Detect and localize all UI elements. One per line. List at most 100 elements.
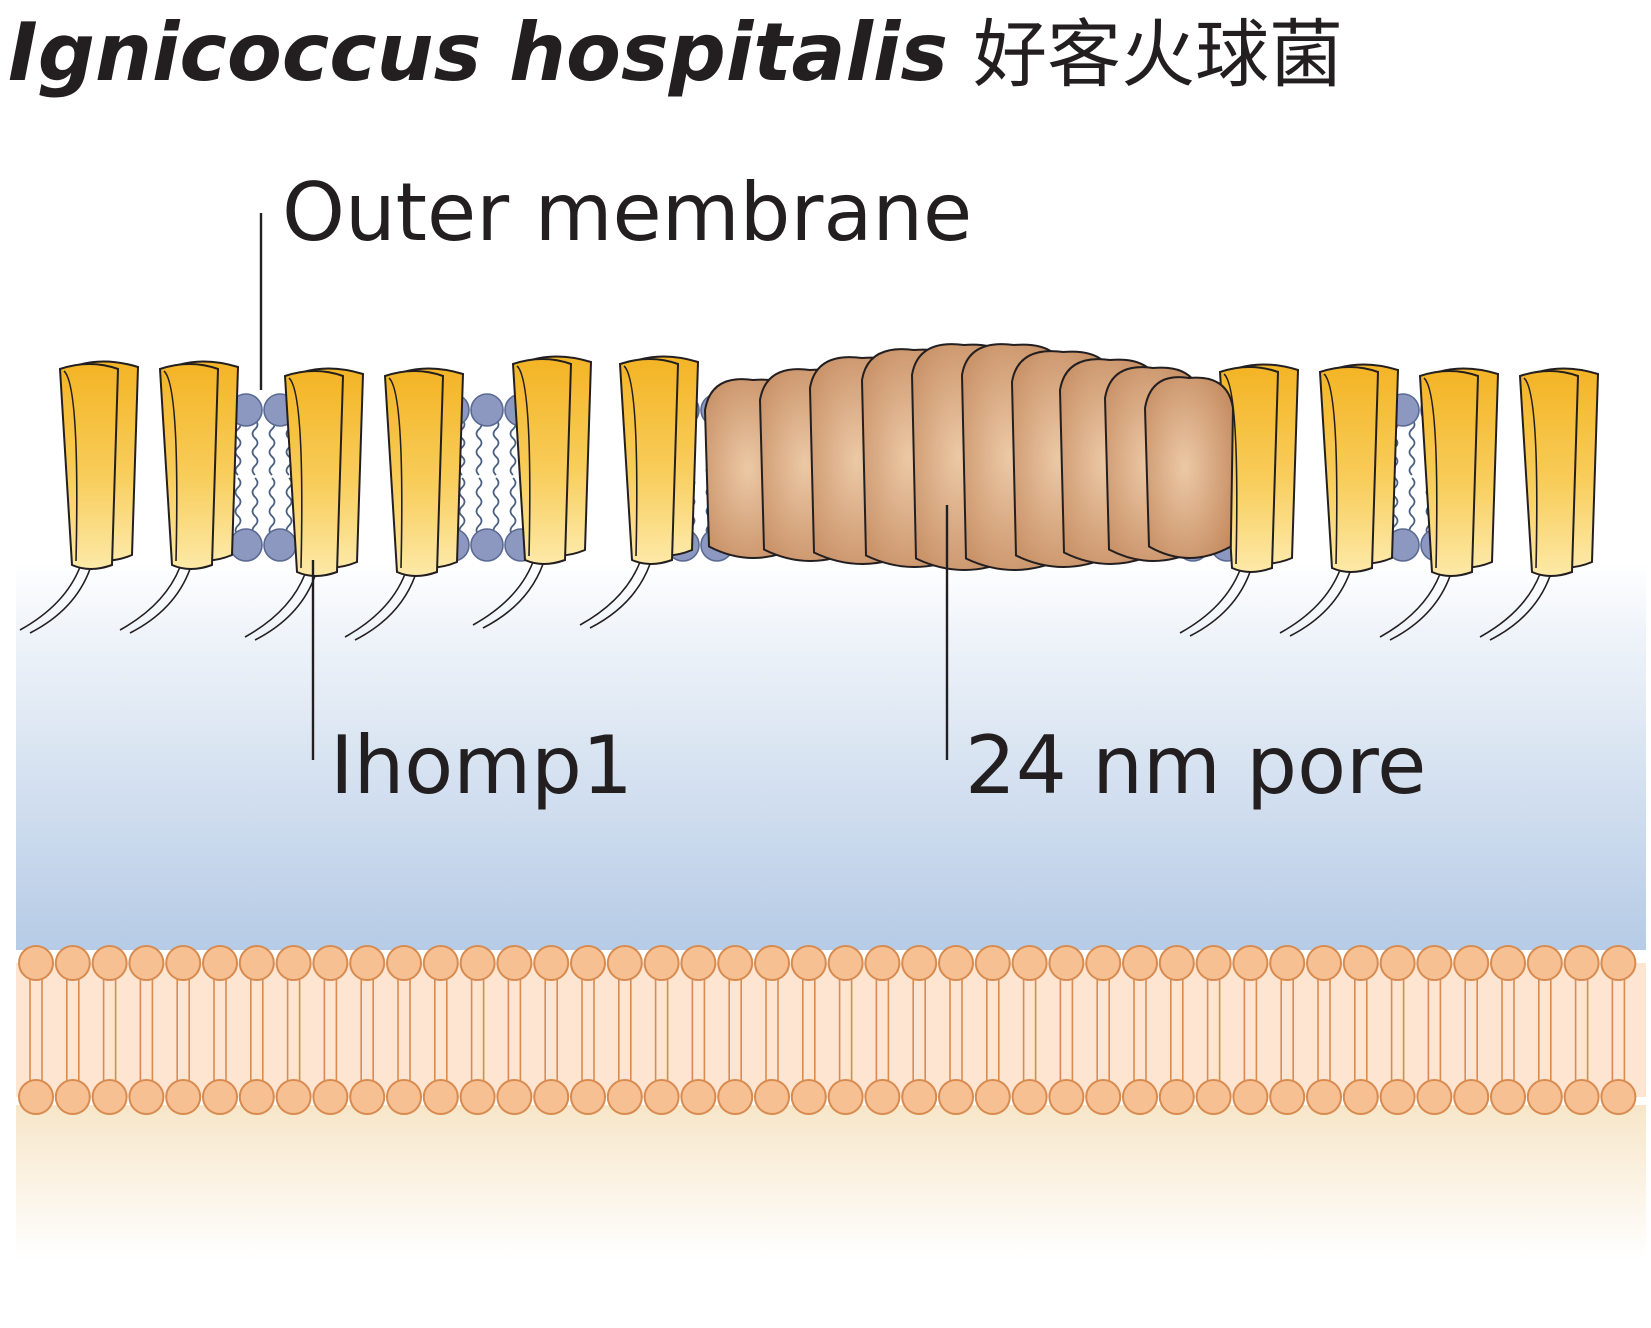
cytoplasm-region xyxy=(16,1105,1646,1260)
inner-lipid-head xyxy=(1158,1079,1195,1115)
inner-lipid-head xyxy=(349,945,386,981)
inner-lipid-head xyxy=(422,945,459,981)
inner-lipid-head xyxy=(754,1079,790,1115)
inner-lipid-head xyxy=(1416,1079,1453,1115)
inner-lipid-head xyxy=(790,1079,827,1115)
inner-lipid-head xyxy=(864,945,901,981)
inner-membrane-core xyxy=(16,963,1646,1097)
ihomp1-protein xyxy=(244,367,365,641)
inner-lipid-head xyxy=(128,1079,165,1115)
inner-lipid-head xyxy=(570,1079,606,1115)
inner-lipid-head xyxy=(1011,1079,1048,1115)
inner-lipid-head xyxy=(1195,1079,1232,1115)
pore-subunit xyxy=(1143,376,1235,559)
inner-lipid-head xyxy=(1490,945,1526,981)
inner-lipid-head xyxy=(1048,1079,1085,1115)
inner-lipid-head xyxy=(1269,1079,1306,1115)
ihomp1-protein xyxy=(1279,363,1400,637)
outer-lipid-tail xyxy=(268,419,276,476)
outer-lipid-head xyxy=(470,393,504,427)
ihomp1-protein xyxy=(1379,367,1500,641)
inner-lipid-head xyxy=(1306,1079,1342,1115)
inner-lipid-head xyxy=(54,1079,91,1115)
outer-lipid-tail xyxy=(285,477,293,536)
outer-lipid-head xyxy=(470,528,504,562)
inner-lipid-head xyxy=(1490,1079,1526,1115)
outer-lipid-tail xyxy=(509,477,517,536)
outer-lipid-tail xyxy=(234,477,242,536)
inner-lipid-head xyxy=(1306,945,1342,981)
ihomp1-protein xyxy=(19,360,140,634)
inner-lipid-head xyxy=(91,1079,128,1115)
inner-lipid-head xyxy=(238,1079,275,1115)
inner-lipid-head xyxy=(901,1079,938,1115)
outer-lipid-tail xyxy=(268,477,276,536)
inner-lipid-head xyxy=(974,945,1011,981)
inner-lipid-head xyxy=(165,1079,202,1115)
outer-membrane-label: Outer membrane xyxy=(282,166,972,259)
inner-lipid-head xyxy=(202,1079,238,1115)
inner-lipid-head xyxy=(1232,945,1269,981)
inner-lipid-head xyxy=(275,945,312,981)
inner-lipid-head xyxy=(386,1079,422,1115)
inner-lipid-head xyxy=(386,945,422,981)
outer-lipid-head xyxy=(263,528,297,562)
inner-lipid-head xyxy=(1085,945,1122,981)
inner-lipid-head xyxy=(496,1079,533,1115)
inner-lipid-head xyxy=(1453,945,1490,981)
inner-lipid-head xyxy=(312,945,349,981)
inner-lipid-head xyxy=(1600,945,1637,981)
inner-lipid-head xyxy=(1122,1079,1158,1115)
ihomp1-protein xyxy=(472,355,593,629)
inner-lipid-head xyxy=(606,945,643,981)
inner-lipid-head xyxy=(974,1079,1011,1115)
inner-lipid-head xyxy=(312,1079,349,1115)
outer-lipid-tail xyxy=(475,419,483,476)
inner-lipid-head xyxy=(790,945,827,981)
inner-lipid-head xyxy=(680,1079,717,1115)
inner-lipid-head xyxy=(1122,945,1158,981)
inner-lipid-head xyxy=(238,945,275,981)
inner-lipid-head xyxy=(938,1079,974,1115)
outer-lipid-head xyxy=(229,528,263,562)
ihomp1-label: Ihomp1 xyxy=(330,719,633,812)
outer-lipid-tail xyxy=(251,419,259,476)
outer-lipid-tail xyxy=(1408,477,1416,536)
inner-lipid-head xyxy=(938,945,974,981)
inner-lipid-head xyxy=(1600,1079,1637,1115)
inner-lipid-head xyxy=(1048,945,1085,981)
inner-lipid-head xyxy=(1011,945,1048,981)
inner-lipid-head xyxy=(717,1079,754,1115)
inner-lipid-head xyxy=(54,945,91,981)
inner-lipid-head xyxy=(1526,945,1563,981)
inner-membrane-icon xyxy=(16,945,1646,1115)
inner-lipid-head xyxy=(1563,945,1600,981)
inner-lipid-head xyxy=(459,1079,496,1115)
ihomp1-protein xyxy=(119,360,240,634)
outer-lipid-tail xyxy=(492,419,500,476)
inner-lipid-head xyxy=(1379,945,1416,981)
inner-lipid-head xyxy=(570,945,606,981)
ihomp1-protein xyxy=(1179,363,1300,637)
inner-lipid-head xyxy=(128,945,165,981)
inner-lipid-head xyxy=(422,1079,459,1115)
inner-lipid-head xyxy=(1158,945,1195,981)
inner-lipid-head xyxy=(643,1079,680,1115)
inner-lipid-head xyxy=(680,945,717,981)
inner-lipid-head xyxy=(1085,1079,1122,1115)
inner-lipid-head xyxy=(864,1079,901,1115)
inner-lipid-head xyxy=(1563,1079,1600,1115)
inner-lipid-head xyxy=(754,945,790,981)
ihomp1-protein xyxy=(344,367,465,641)
inner-lipid-head xyxy=(1269,945,1306,981)
outer-lipid-tail xyxy=(251,477,259,536)
inner-lipid-head xyxy=(496,945,533,981)
inner-lipid-head xyxy=(165,945,202,981)
inner-lipid-head xyxy=(349,1079,386,1115)
outer-lipid-tail xyxy=(458,477,466,536)
inner-lipid-head xyxy=(1195,945,1232,981)
pore-label: 24 nm pore xyxy=(965,719,1426,812)
title: Ignicoccus hospitalis 好客火球菌 xyxy=(8,6,1343,99)
inner-lipid-head xyxy=(1232,1079,1269,1115)
